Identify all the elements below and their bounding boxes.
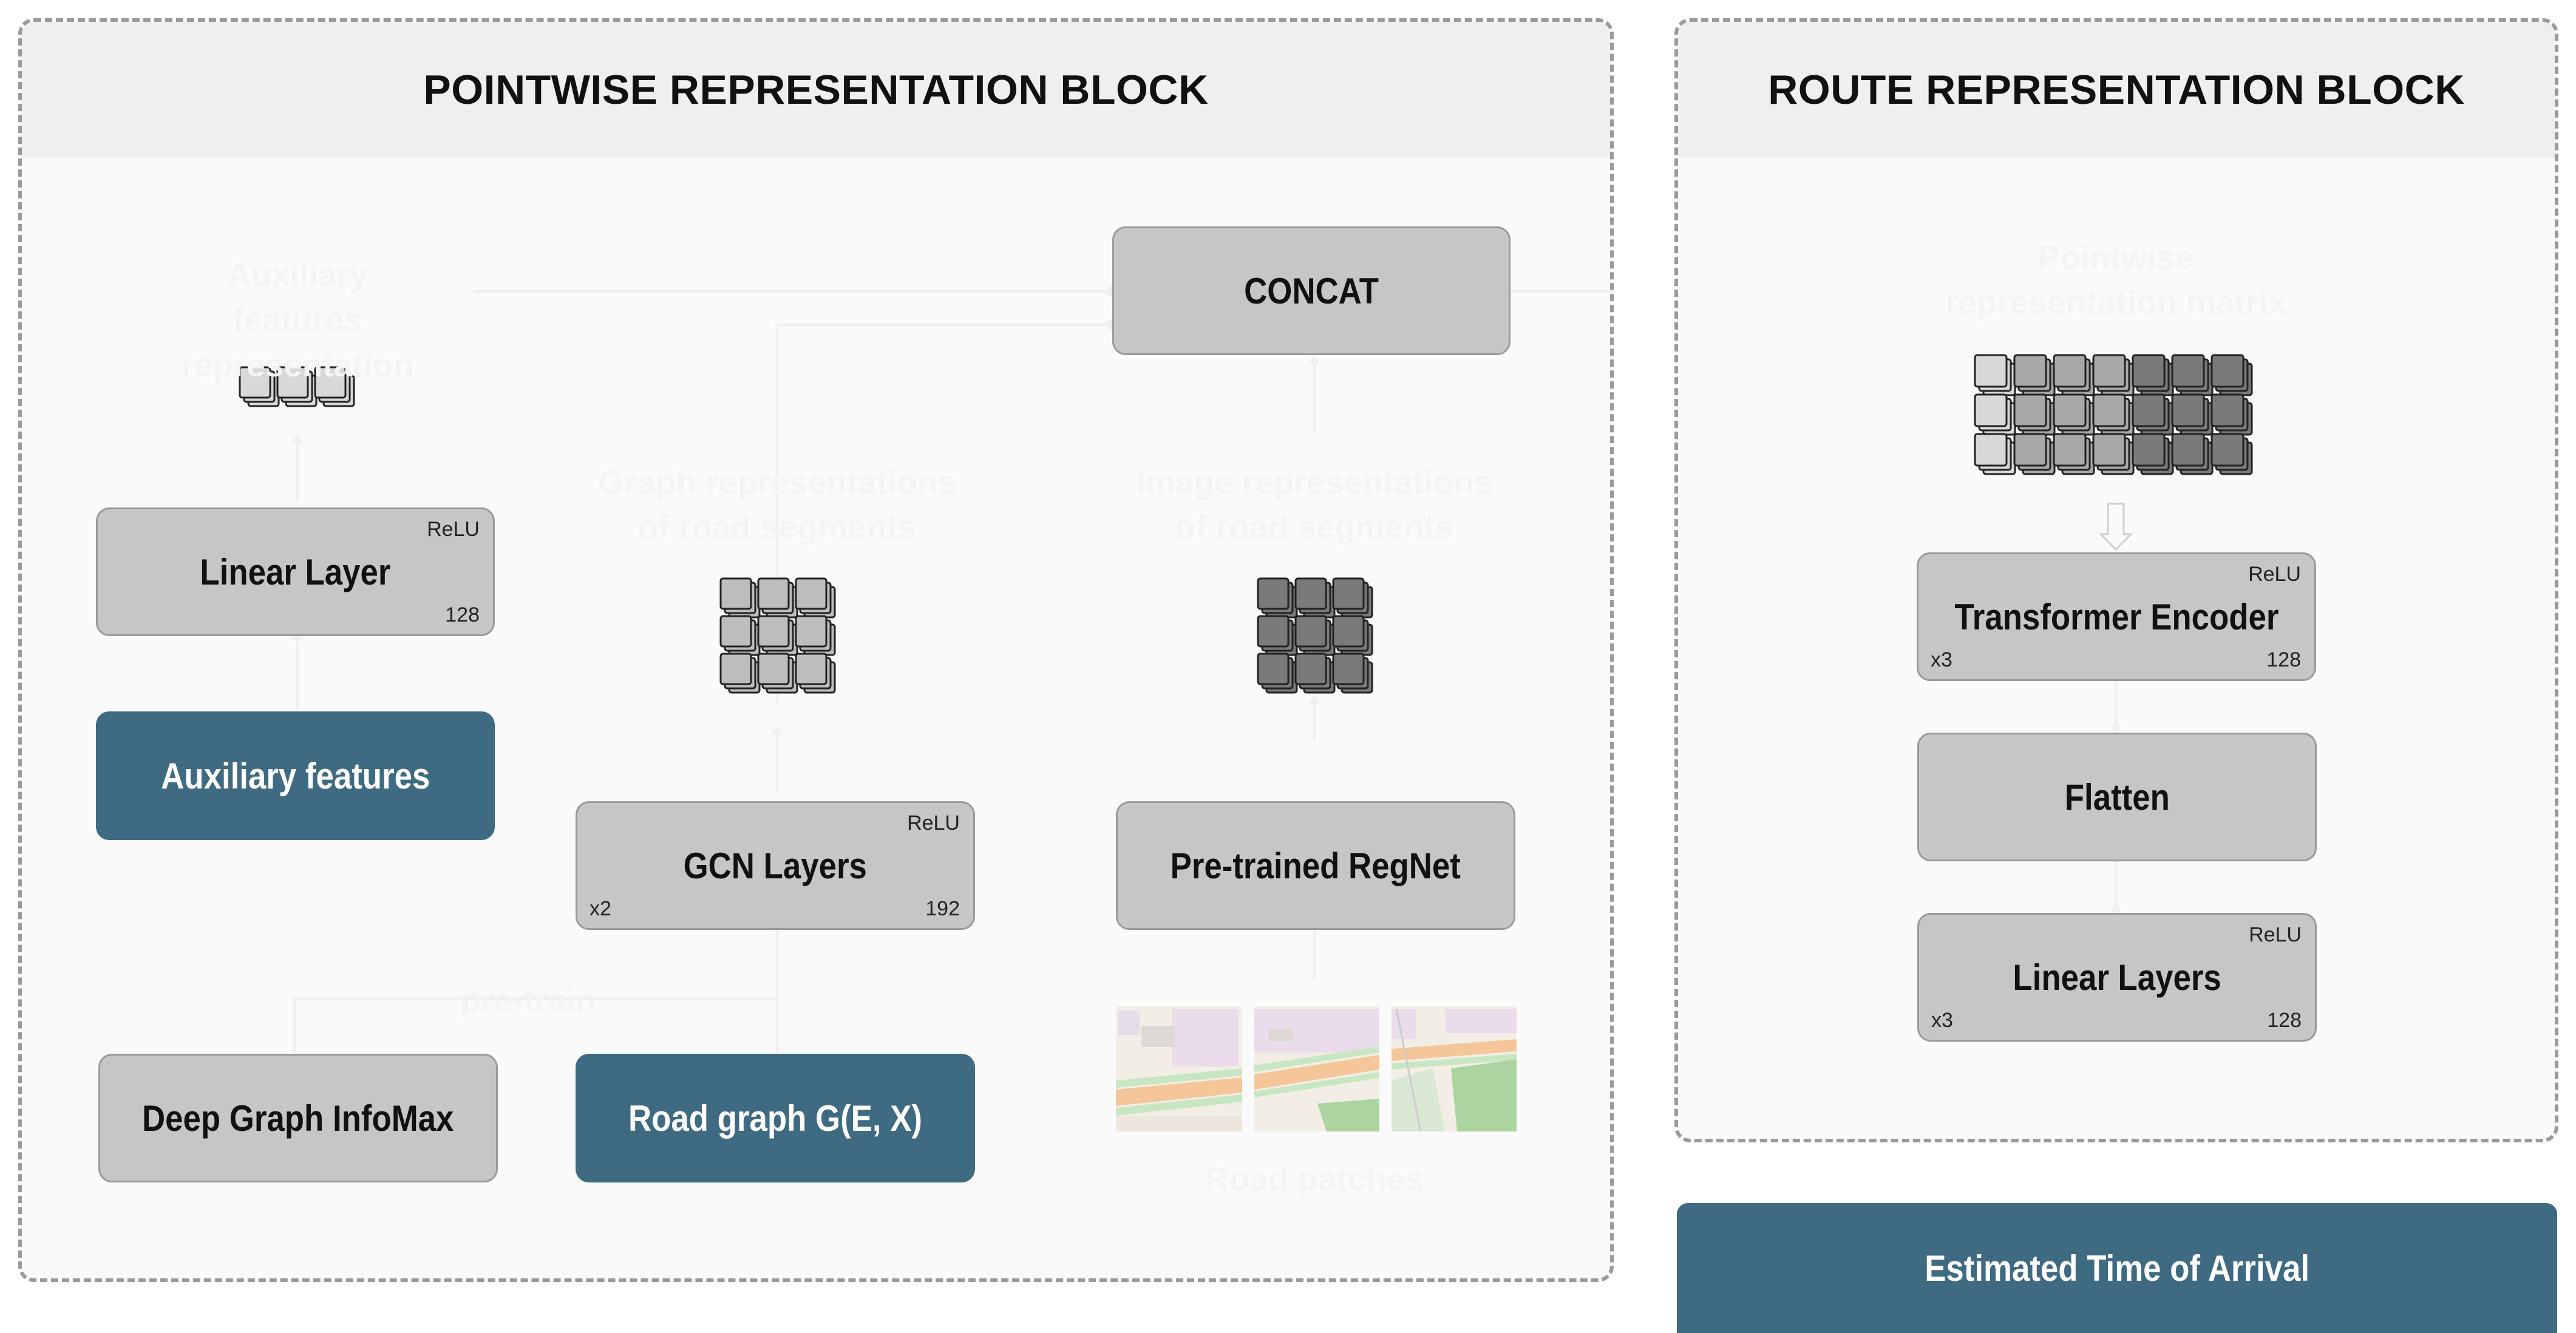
pretrain-label: pre-train <box>460 981 596 1019</box>
auxiliary-features-label: Auxiliary features <box>160 755 430 796</box>
image-repr-label: Image representations of road segments <box>1136 463 1493 546</box>
concat-box[interactable]: CONCAT <box>1112 226 1511 355</box>
linear-layer-activation: ReLU <box>427 518 480 541</box>
transformer-repeat: x3 <box>1931 648 1952 671</box>
regnet-box[interactable]: Pre-trained RegNet <box>1116 801 1515 930</box>
aux-repr-label: Auxiliary features representation <box>181 256 414 384</box>
linear-layers-units: 128 <box>2267 1009 2302 1032</box>
pointwise-block-title: POINTWISE REPRESENTATION BLOCK <box>423 67 1209 113</box>
transformer-activation: ReLU <box>2248 563 2301 586</box>
gcn-repeat: x2 <box>590 897 611 920</box>
linear-layers-activation: ReLU <box>2249 923 2302 946</box>
road-patches-label: Road patches <box>1205 1160 1424 1198</box>
auxiliary-features-box[interactable]: Auxiliary features <box>96 711 495 840</box>
road-graph-box[interactable]: Road graph G(E, X) <box>576 1054 975 1182</box>
gcn-layers-box[interactable]: ReLU GCN Layers x2 192 <box>576 801 975 930</box>
flatten-box[interactable]: Flatten <box>1917 733 2317 861</box>
matrix-label: Pointwise representation matrix <box>1945 239 2287 322</box>
eta-output-box[interactable]: Estimated Time of Arrival <box>1677 1203 2557 1333</box>
dgi-label: Deep Graph InfoMax <box>142 1097 454 1139</box>
eta-output-label: Estimated Time of Arrival <box>1925 1247 2309 1289</box>
gcn-units: 192 <box>925 897 960 920</box>
transformer-encoder-box[interactable]: ReLU Transformer Encoder x3 128 <box>1917 552 2316 681</box>
linear-layers-label: Linear Layers <box>2013 957 2221 998</box>
linear-layers-box[interactable]: ReLU Linear Layers x3 128 <box>1917 913 2317 1042</box>
graph-repr-label: Graph representations of road segments <box>598 463 956 546</box>
transformer-units: 128 <box>2266 648 2301 671</box>
linear-layer-label: Linear Layer <box>200 551 391 592</box>
linear-layer-units: 128 <box>445 603 480 626</box>
concat-label: CONCAT <box>1244 270 1379 311</box>
linear-layer-box[interactable]: ReLU Linear Layer 128 <box>96 507 495 636</box>
regnet-label: Pre-trained RegNet <box>1170 845 1461 886</box>
linear-layers-repeat: x3 <box>1931 1009 1953 1032</box>
route-block-title: ROUTE REPRESENTATION BLOCK <box>1768 67 2465 113</box>
pointwise-block-header: POINTWISE REPRESENTATION BLOCK <box>22 22 1610 158</box>
road-graph-label: Road graph G(E, X) <box>628 1097 923 1139</box>
route-block-header: ROUTE REPRESENTATION BLOCK <box>1678 22 2555 158</box>
gcn-layers-label: GCN Layers <box>683 845 868 886</box>
gcn-activation: ReLU <box>907 812 960 835</box>
transformer-label: Transformer Encoder <box>1954 596 2279 637</box>
dgi-box[interactable]: Deep Graph InfoMax <box>98 1054 498 1182</box>
flatten-label: Flatten <box>2064 776 2170 818</box>
